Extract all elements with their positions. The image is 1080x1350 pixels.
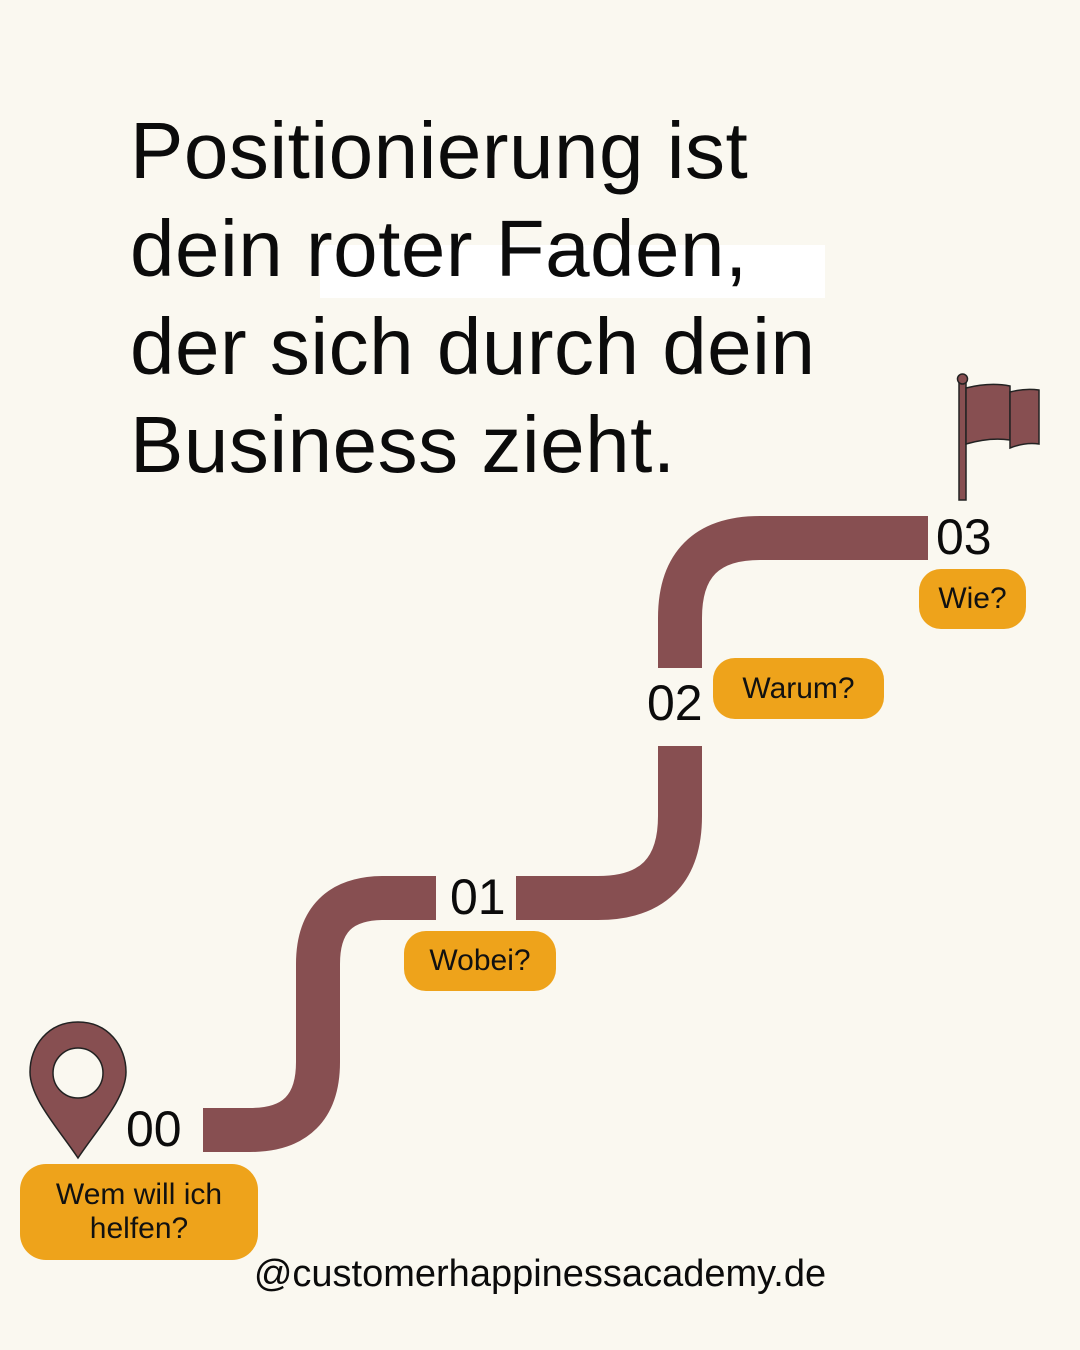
text-highlight: [320, 245, 825, 298]
step-question-01: Wobei?: [404, 931, 556, 991]
step-number-01: 01: [450, 869, 506, 925]
path-segment-1-2: [516, 746, 702, 920]
path-segment-0-1: [203, 876, 436, 1152]
flag-icon: [956, 373, 1040, 501]
map-pin-icon: [29, 1021, 127, 1160]
step-question-02: Warum?: [713, 658, 884, 719]
path-segment-2-3: [658, 516, 928, 668]
headline-line-1: Positionierung ist: [130, 106, 749, 195]
step-question-00-line-1: Wem will ich: [55, 1178, 223, 1211]
headline-line-4: Business zieht.: [130, 400, 676, 489]
step-question-00: Wem will ich helfen?: [20, 1164, 258, 1260]
step-number-00: 00: [126, 1101, 182, 1157]
step-question-03: Wie?: [919, 569, 1026, 629]
step-number-02: 02: [647, 675, 703, 731]
headline-line-2: dein roter Faden,: [130, 204, 748, 293]
step-number-03: 03: [936, 509, 992, 565]
social-handle: @customerhappinessacademy.de: [253, 1253, 827, 1295]
headline: Positionierung ist dein roter Faden, der…: [130, 102, 1030, 494]
step-question-00-line-2: helfen?: [89, 1212, 189, 1245]
headline-line-3: der sich durch dein: [130, 302, 816, 391]
